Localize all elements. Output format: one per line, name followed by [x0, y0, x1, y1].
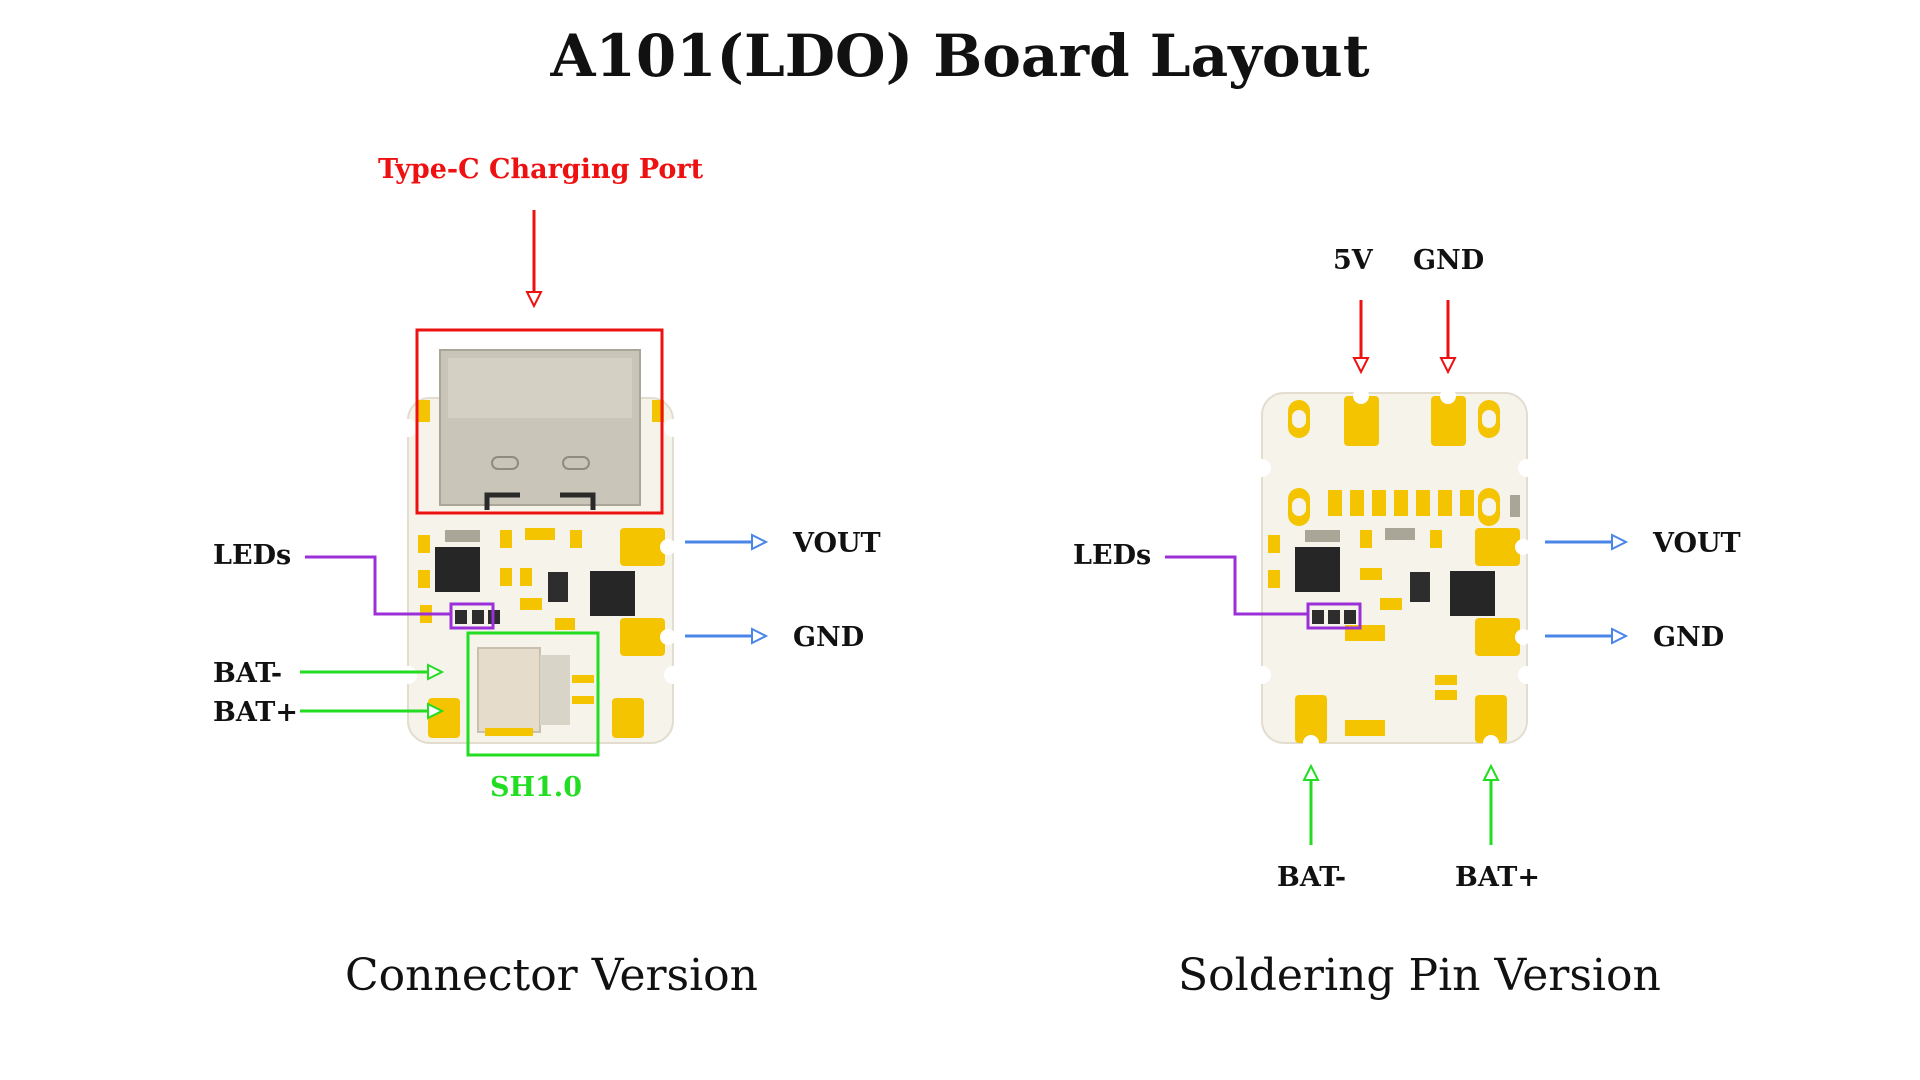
gnd-arrow-left	[685, 627, 769, 645]
bat-minus-arrow-right	[1302, 763, 1320, 845]
leds-highlight-box-right	[1306, 602, 1362, 630]
connector-version-caption: Connector Version	[345, 950, 758, 1001]
gnd-top-arrow	[1439, 300, 1457, 375]
leds-leader-line-right	[1165, 555, 1308, 616]
page-title: A101(LDO) Board Layout	[550, 22, 1370, 90]
vout-label-right: VOUT	[1653, 528, 1741, 559]
gnd-arrow-right	[1545, 627, 1629, 645]
5v-arrow	[1352, 300, 1370, 375]
type-c-highlight-box	[415, 328, 664, 515]
leds-leader-line	[305, 555, 451, 616]
vout-arrow-right	[1545, 533, 1629, 551]
gnd-label-left: GND	[793, 622, 865, 653]
vout-label-left: VOUT	[793, 528, 881, 559]
vout-arrow-left	[685, 533, 769, 551]
gnd-label-right: GND	[1653, 622, 1725, 653]
type-c-label: Type-C Charging Port	[378, 154, 704, 185]
bat-plus-label-right: BAT+	[1455, 862, 1541, 893]
leds-label-left: LEDs	[213, 540, 292, 571]
bat-plus-label-left: BAT+	[213, 697, 299, 728]
sh10-label: SH1.0	[490, 772, 582, 803]
soldering-version-caption: Soldering Pin Version	[1178, 950, 1661, 1001]
bat-plus-arrow-left	[300, 702, 445, 720]
type-c-connector	[439, 349, 641, 510]
leds-highlight-box	[449, 602, 495, 630]
sh10-connector	[477, 647, 594, 736]
bat-minus-label-left: BAT-	[213, 658, 283, 689]
5v-label: 5V	[1333, 245, 1373, 276]
bat-minus-label-right: BAT-	[1277, 862, 1347, 893]
soldering-version-board	[1253, 388, 1536, 751]
leds-label-right: LEDs	[1073, 540, 1152, 571]
connector-version-board	[399, 349, 682, 744]
sh10-highlight-box	[466, 631, 600, 757]
bat-plus-arrow-right	[1482, 763, 1500, 845]
bat-minus-arrow-left	[300, 663, 445, 681]
gnd-top-label: GND	[1413, 245, 1485, 276]
